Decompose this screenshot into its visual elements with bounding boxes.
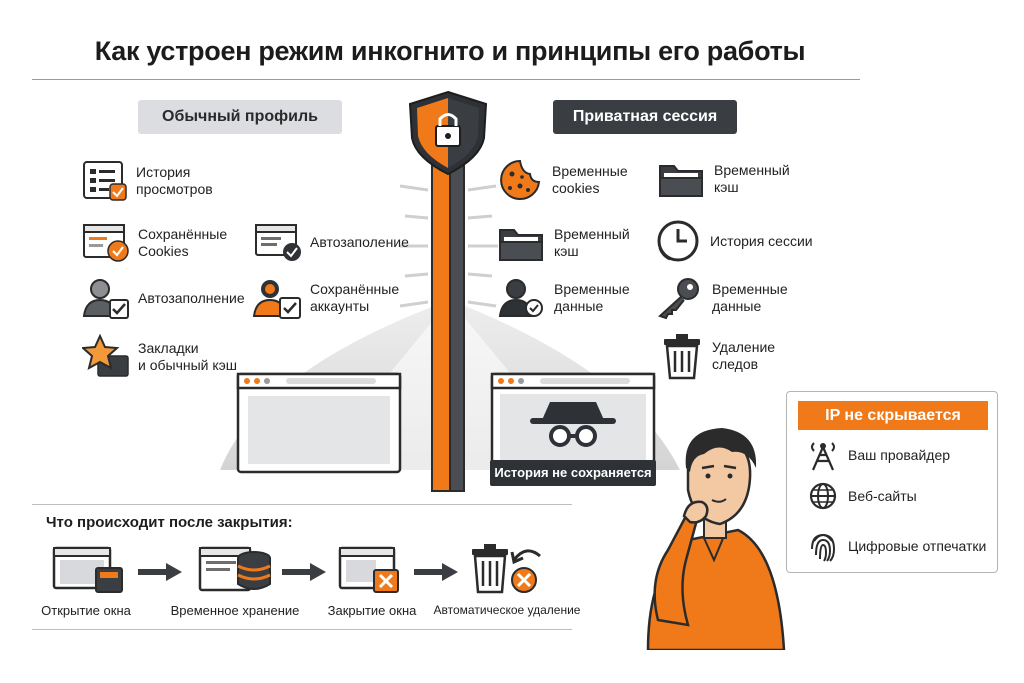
private-item-temp-data-user: Временные данные xyxy=(498,276,630,320)
normal-profile-pill: Обычный профиль xyxy=(138,100,342,134)
account-check-icon xyxy=(252,280,301,319)
antenna-icon xyxy=(811,442,835,471)
normal-item-label: Автозаполение xyxy=(310,233,409,250)
thinking-person-illustration xyxy=(646,428,786,650)
fingerprint-icon xyxy=(811,533,836,562)
private-item-cache-2: Временный кэш xyxy=(498,222,630,264)
normal-item-label: Сохранённые аккаунты xyxy=(310,281,400,314)
user-check-icon xyxy=(82,279,129,319)
key-icon xyxy=(658,278,699,320)
private-session-pill: Приватная сессия xyxy=(553,100,737,134)
normal-item-bookmarks: Закладки и обычный кэш xyxy=(82,334,237,380)
globe-icon xyxy=(809,482,837,510)
page-title: Как устроен режим инкогнито и принципы е… xyxy=(94,36,806,66)
normal-browser-window xyxy=(236,372,402,474)
clock-icon xyxy=(657,220,699,262)
normal-item-autofill-window: Автозаполение xyxy=(254,222,409,262)
normal-item-label: Сохранённые Cookies xyxy=(138,226,228,259)
step-label-delete: Автоматическое удаление xyxy=(433,603,581,617)
private-item-label: Временные данные xyxy=(712,281,788,314)
ip-row-websites: Веб-сайты xyxy=(808,481,917,511)
user-check-icon xyxy=(498,279,543,317)
private-item-session-history: История сессии xyxy=(656,218,813,264)
after-close-title: Что происходит после закрытия: xyxy=(46,514,293,531)
step-label-close: Закрытие окна xyxy=(327,603,417,618)
history-not-saved-banner: История не сохраняется xyxy=(490,460,656,486)
step-arrow xyxy=(138,563,182,581)
ip-row-provider: Ваш провайдер xyxy=(808,439,950,471)
normal-item-cookies: Сохранённые Cookies xyxy=(82,222,227,264)
private-item-cookies: Временные cookies xyxy=(498,158,628,202)
trash-icon xyxy=(664,334,700,380)
step-label-open: Открытие окна xyxy=(41,603,131,618)
private-item-label: Удаление следов xyxy=(712,339,776,372)
private-item-delete-traces: Удаление следов xyxy=(660,332,775,380)
shield-divider xyxy=(400,90,498,492)
normal-item-label: Автозаполнение xyxy=(138,289,245,306)
private-browser-window xyxy=(490,372,656,464)
star-bookmark-icon xyxy=(82,334,129,377)
normal-item-label: История просмотров xyxy=(136,164,213,197)
window-open-icon xyxy=(52,546,123,593)
step-arrow xyxy=(282,563,326,581)
cookie-icon xyxy=(500,159,541,200)
normal-item-label: Закладки и обычный кэш xyxy=(138,340,238,373)
ip-not-hidden-heading: IP не скрывается xyxy=(798,401,988,430)
folder-icon xyxy=(499,229,543,261)
private-item-label: Временный кэш xyxy=(554,226,630,259)
autofill-window-icon xyxy=(255,224,301,261)
after-close-section xyxy=(32,504,572,630)
ip-row-fingerprints: Цифровые отпечатки xyxy=(808,529,986,563)
ip-row-label: Ваш провайдер xyxy=(848,447,951,463)
normal-item-accounts: Сохранённые аккаунты xyxy=(252,276,399,320)
private-item-label: История сессии xyxy=(710,232,813,249)
trash-undo-icon xyxy=(472,544,541,594)
normal-item-history: История просмотров xyxy=(82,160,213,202)
private-item-label: Временный кэш xyxy=(714,162,790,195)
normal-item-autofill-user: Автозаполнение xyxy=(82,276,245,320)
folder-icon xyxy=(659,165,703,197)
step-label-storage: Временное хранение xyxy=(170,603,300,618)
private-item-label: Временные данные xyxy=(554,281,630,314)
private-item-temp-data-key: Временные данные xyxy=(656,276,788,320)
cookies-window-icon xyxy=(83,224,129,262)
title-divider xyxy=(32,79,860,80)
step-arrow xyxy=(414,563,458,581)
private-item-cache-1: Временный кэш xyxy=(658,158,790,200)
ip-row-label: Веб-сайты xyxy=(848,488,917,504)
window-close-icon xyxy=(338,546,399,593)
history-list-icon xyxy=(83,161,127,201)
private-item-label: Временные cookies xyxy=(552,163,628,196)
database-window-icon xyxy=(198,546,271,592)
ip-row-label: Цифровые отпечатки xyxy=(848,538,987,554)
